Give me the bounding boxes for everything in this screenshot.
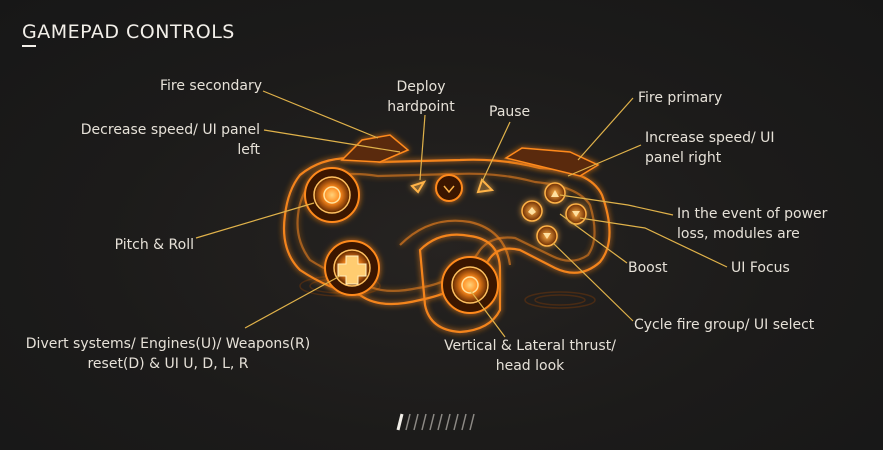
label-deploy-hardpoint-line2: hardpoint <box>387 99 455 115</box>
pagination-indicator[interactable] <box>394 412 484 432</box>
title-underline <box>22 45 36 47</box>
label-vertical-thrust-line1: Vertical & Lateral thrust/ <box>444 338 616 354</box>
callout-lines <box>195 90 728 338</box>
label-divert-systems-line2: reset(D) & UI U, D, L, R <box>87 356 249 372</box>
right-stick <box>441 256 499 314</box>
label-cycle-fire-group: Cycle fire group/ UI select <box>634 317 815 333</box>
label-power-loss-line1: In the event of power <box>677 206 828 222</box>
pagination-tick[interactable] <box>405 413 411 431</box>
pagination-tick[interactable] <box>421 413 427 431</box>
pagination-tick[interactable] <box>453 413 459 431</box>
face-buttons <box>521 182 587 247</box>
label-boost: Boost <box>628 260 668 276</box>
label-pause: Pause <box>489 104 531 120</box>
center-buttons <box>410 174 495 202</box>
pagination-tick-active[interactable] <box>396 413 404 431</box>
label-ui-focus: UI Focus <box>731 260 790 276</box>
label-power-loss-line2: loss, modules are <box>677 226 800 242</box>
pagination-tick[interactable] <box>429 413 435 431</box>
screen-title: GAMEPAD CONTROLS <box>22 21 235 43</box>
pagination-tick[interactable] <box>445 413 451 431</box>
label-pitch-roll: Pitch & Roll <box>114 237 194 253</box>
label-fire-primary: Fire primary <box>638 90 723 106</box>
pagination-tick[interactable] <box>469 413 475 431</box>
pagination-tick[interactable] <box>413 413 419 431</box>
pagination-tick[interactable] <box>461 413 467 431</box>
label-fire-secondary: Fire secondary <box>160 78 262 94</box>
label-decrease-speed-line2: left <box>237 142 260 158</box>
label-decrease-speed-line1: Decrease speed/ UI panel <box>80 122 260 138</box>
gamepad-body <box>282 157 611 334</box>
label-vertical-thrust-line2: head look <box>495 358 565 374</box>
dpad <box>324 240 380 296</box>
pagination-tick[interactable] <box>437 413 443 431</box>
label-deploy-hardpoint-line1: Deploy <box>396 79 446 95</box>
left-stick <box>304 167 360 223</box>
label-increase-speed-line1: Increase speed/ UI <box>645 130 775 146</box>
right-trigger <box>504 147 600 177</box>
label-divert-systems-line1: Divert systems/ Engines(U)/ Weapons(R) <box>25 336 311 352</box>
label-increase-speed-line2: panel right <box>645 150 722 166</box>
